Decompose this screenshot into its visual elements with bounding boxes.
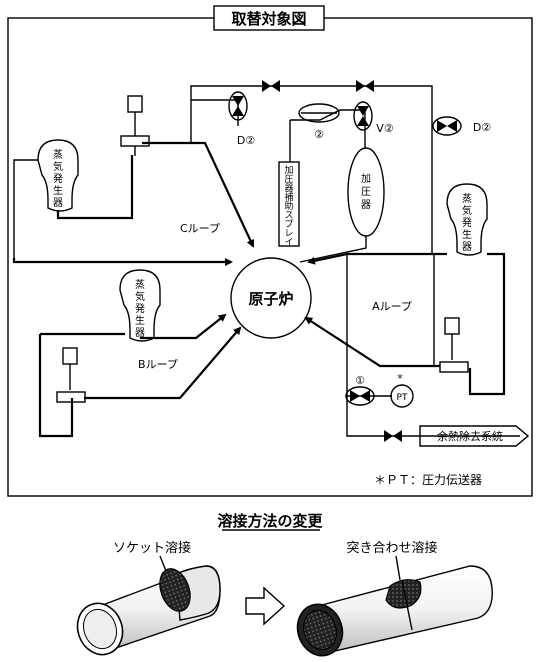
residual-heat-arrow-box	[419, 425, 530, 447]
sg-b-char: 器	[135, 327, 145, 339]
spray-char: 器	[284, 183, 293, 194]
b-loop-cold-leg-2	[84, 326, 242, 400]
sg-c-char: 蒸	[53, 149, 63, 161]
sg-b-text: 蒸 気 発 生 器	[135, 279, 145, 339]
butt-pointer	[395, 555, 401, 581]
valve-top-2	[356, 80, 374, 92]
valve-v2-label: V②	[376, 122, 394, 135]
valve-top-1	[262, 80, 280, 92]
spray-char: 加	[284, 165, 293, 176]
sg-c-char: 気	[53, 160, 63, 173]
sg-b-char: 発	[135, 302, 145, 315]
spray-char: プ	[284, 219, 293, 230]
spray-char: ス	[284, 211, 293, 221]
lower-heading: 溶接方法の変更	[217, 512, 323, 530]
reactor-label: 原子炉	[248, 290, 293, 308]
sg-a-char: 発	[462, 216, 472, 229]
steam-generator-b	[119, 269, 161, 342]
spray-top-line	[190, 85, 433, 254]
sg-a-char: 気	[462, 204, 472, 217]
diagram-title: 取替対象図	[231, 10, 306, 28]
loop-c-label: Cループ	[180, 222, 220, 235]
sg-a-char: 器	[462, 241, 472, 253]
pt-label: PT	[397, 393, 408, 403]
valve-residual	[384, 430, 402, 442]
change-arrow	[245, 586, 286, 626]
a-loop-right	[468, 252, 506, 396]
valve-d2-left	[228, 91, 248, 121]
spray-char: 圧	[284, 174, 293, 185]
spray-char: 助	[284, 200, 293, 212]
sg-b-char: 生	[135, 314, 145, 327]
marker-1: ①	[355, 374, 365, 387]
title-box	[213, 5, 325, 31]
pump-a	[439, 317, 469, 373]
aux-spray-text: 加 圧 器 補 助 ス プ レ イ	[284, 165, 293, 248]
valve-1	[345, 386, 375, 406]
loop-b-label: Bループ	[138, 358, 178, 371]
valve-d2-right-label: D②	[473, 121, 491, 134]
loop-a-label: Aループ	[372, 300, 412, 313]
pzr-char: 器	[361, 199, 371, 211]
sg-a-text: 蒸 気 発 生 器	[462, 193, 472, 253]
steam-generator-c	[37, 139, 79, 212]
legend-pt: ＊ＰＴ：圧力伝送器	[374, 472, 482, 487]
b-loop-cold-leg	[38, 334, 74, 438]
spray-char: イ	[284, 238, 293, 248]
marker-2: ②	[314, 128, 324, 141]
valve-d2-left-label: D②	[237, 134, 255, 147]
pt-star: *	[397, 372, 403, 385]
aux-spray-box	[278, 161, 300, 247]
c-loop-link	[13, 159, 38, 262]
reactor-vessel	[230, 257, 312, 339]
spray-char: 補	[284, 191, 293, 203]
valve-d2-right	[432, 116, 462, 136]
pressurizer-text: 加 圧 器	[361, 173, 371, 211]
spray-orifice	[298, 103, 340, 123]
steam-generator-a	[446, 183, 488, 256]
sg-a-char: 蒸	[462, 193, 472, 205]
spray-char: レ	[284, 229, 293, 239]
pressurizer-surge-line	[299, 236, 367, 263]
a-loop-cold-leg	[304, 316, 440, 368]
sg-c-char: 発	[53, 172, 63, 185]
pump-c	[120, 95, 150, 156]
pzr-char: 圧	[361, 187, 371, 198]
socket-weld-pipe	[76, 565, 221, 656]
socket-weld-label: ソケット溶接	[113, 540, 191, 556]
sg-b-char: 気	[135, 290, 145, 303]
sg-c-char: 器	[53, 197, 63, 209]
butt-weld-pipe	[296, 565, 493, 657]
pzr-char: 加	[361, 173, 371, 185]
pressure-transmitter	[390, 384, 414, 408]
sg-b-char: 蒸	[135, 279, 145, 291]
butt-weld-label: 突き合わせ溶接	[346, 540, 437, 556]
residual-heat-label: 余熱除去系統	[437, 429, 503, 443]
valve-v2	[353, 101, 373, 131]
c-loop-cold-leg	[12, 155, 231, 262]
c-loop-hot-leg	[142, 141, 255, 248]
b-loop-hot-leg	[140, 313, 227, 340]
spray-branch	[191, 99, 239, 126]
diagram-frame	[7, 17, 533, 497]
pump-b	[56, 347, 86, 403]
a-loop-inner	[346, 254, 520, 437]
sg-c-text: 蒸 気 発 生 器	[53, 149, 63, 209]
sg-c-char: 生	[53, 184, 63, 197]
sg-a-char: 生	[462, 228, 472, 241]
